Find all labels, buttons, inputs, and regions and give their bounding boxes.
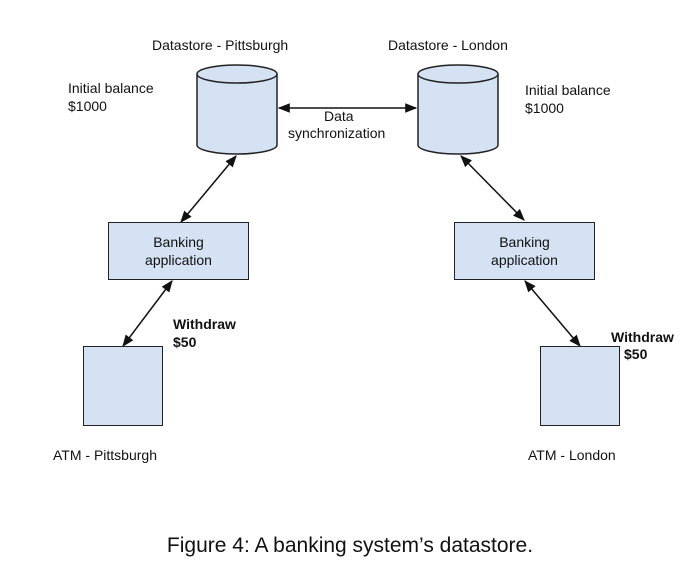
london-withdraw-amount: $50 — [624, 346, 648, 362]
banking-app-london-line1: Banking — [499, 234, 550, 250]
datastore-pittsburgh-cylinder — [196, 64, 278, 155]
banking-app-london-line2: application — [491, 252, 558, 268]
sync-label-line1: Data — [324, 108, 354, 124]
pittsburgh-app-atm-arrow — [122, 280, 173, 347]
datastore-london-label: Datastore - London — [388, 37, 508, 53]
london-balance-value: $1000 — [525, 100, 564, 116]
banking-app-pittsburgh: Banking application — [108, 222, 249, 280]
datastore-pittsburgh-label: Datastore - Pittsburgh — [152, 37, 289, 53]
pittsburgh-datastore-app-arrow — [180, 155, 237, 223]
pittsburgh-balance-value: $1000 — [68, 98, 107, 114]
figure-caption: Figure 4: A banking system’s datastore. — [166, 534, 534, 557]
pittsburgh-balance-label: Initial balance — [68, 80, 154, 96]
pittsburgh-withdraw-amount: $50 — [173, 334, 197, 350]
london-datastore-app-arrow — [460, 155, 525, 221]
banking-app-pittsburgh-line2: application — [145, 252, 212, 268]
atm-london-box — [540, 346, 620, 426]
atm-pittsburgh-box — [83, 346, 163, 426]
atm-pittsburgh-label: ATM - Pittsburgh — [53, 447, 157, 463]
london-withdraw-label: Withdraw — [611, 329, 674, 345]
sync-label-line2: synchronization — [288, 125, 386, 141]
atm-london-label: ATM - London — [528, 447, 616, 463]
banking-app-pittsburgh-line1: Banking — [153, 234, 204, 250]
london-balance-label: Initial balance — [525, 82, 611, 98]
pittsburgh-withdraw-label: Withdraw — [173, 316, 236, 332]
banking-app-london: Banking application — [454, 222, 595, 280]
datastore-london-cylinder — [417, 64, 499, 155]
london-app-atm-arrow — [524, 280, 581, 347]
